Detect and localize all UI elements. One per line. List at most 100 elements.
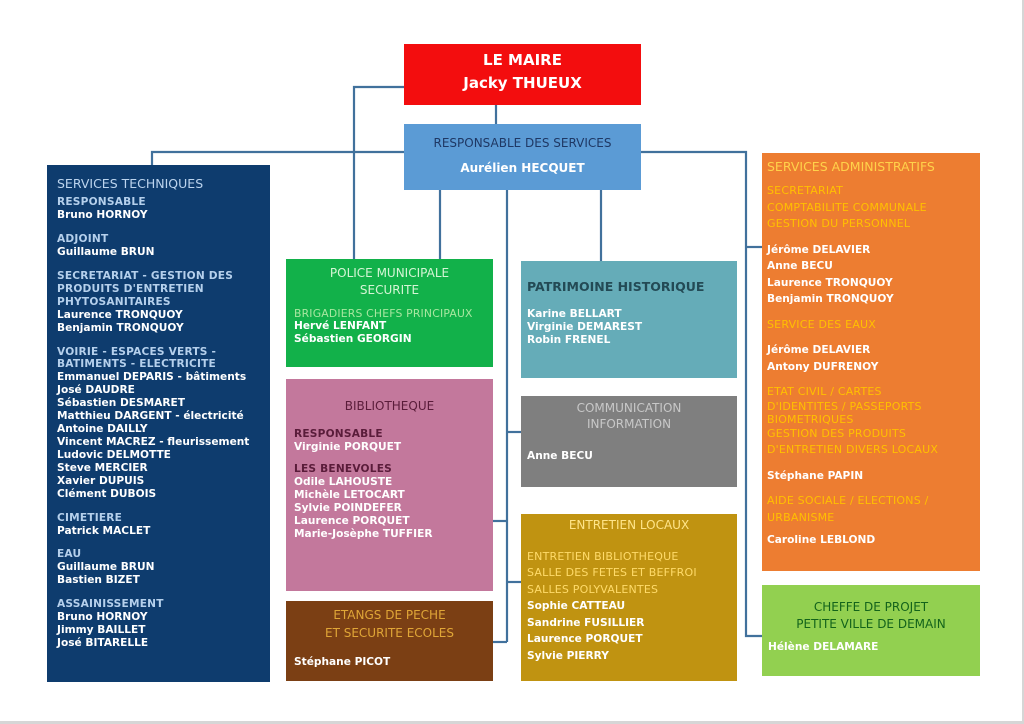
tech-group-voirie: VOIRIE - ESPACES VERTS - BATIMENTS - ELE…	[57, 346, 260, 501]
section-label: RESPONSABLE	[294, 427, 383, 440]
section-label: BATIMENTS - ELECTRICITE	[57, 358, 216, 371]
tech-group-cimetiere: CIMETIERE Patrick MACLET	[57, 512, 260, 538]
cheffe-projet-box: CHEFFE DE PROJET PETITE VILLE DE DEMAIN …	[762, 585, 980, 676]
person-name: Xavier DUPUIS	[57, 474, 145, 487]
person-name: Sylvie PIERRY	[527, 649, 609, 662]
person-name: Benjamin TRONQUOY	[767, 293, 894, 306]
biblio-group-responsable: RESPONSABLE Virginie PORQUET	[294, 428, 485, 454]
section-label: BIOMETRIQUES	[767, 412, 854, 426]
section-label: GESTION DU PERSONNEL	[767, 217, 911, 231]
section-label: SECRETARIAT	[767, 184, 844, 198]
person-name: Robin FRENEL	[527, 334, 611, 347]
patrimoine-title: PATRIMOINE HISTORIQUE	[527, 279, 705, 294]
communication-box: COMMUNICATION INFORMATION Anne BECU	[521, 396, 737, 487]
etangs-title: ETANGS DE PECHE	[333, 608, 446, 622]
person-name: Caroline LEBLOND	[767, 534, 876, 547]
person-name: Laurence PORQUET	[294, 515, 410, 528]
section-label: AIDE SOCIALE / ELECTIONS /	[767, 494, 929, 508]
mayor-box: LE MAIRE Jacky THUEUX	[404, 44, 641, 105]
tech-group-secretariat: SECRETARIAT - GESTION DES PRODUITS D'ENT…	[57, 270, 260, 335]
section-label: LES BENEVOLES	[294, 463, 392, 476]
admin-group-eaux: SERVICE DES EAUX Jérôme DELAVIER Antony …	[767, 317, 975, 376]
spacer	[767, 233, 975, 242]
person-name: Virginie PORQUET	[294, 440, 402, 453]
section-label: RESPONSABLE	[57, 196, 146, 209]
person-name: Karine BELLART	[527, 308, 622, 321]
police-title: POLICE MUNICIPALE	[329, 266, 450, 280]
person-name: Hélène DELAMARE	[768, 641, 879, 653]
cheffe-projet-title: CHEFFE DE PROJET	[813, 600, 929, 614]
entretien-title: ENTRETIEN LOCAUX	[568, 518, 690, 532]
section-label: SALLES POLYVALENTES	[527, 582, 659, 596]
section-label: VOIRIE - ESPACES VERTS -	[57, 345, 217, 358]
person-name: Laurence PORQUET	[527, 633, 643, 646]
person-name: Bastien BIZET	[57, 574, 140, 587]
person-name: Benjamin TRONQUOY	[57, 321, 184, 334]
person-name: Emmanuel DEPARIS - bâtiments	[57, 371, 247, 384]
person-name: Sébastien DESMARET	[57, 397, 185, 410]
etangs-title: ET SECURITE ECOLES	[325, 626, 454, 640]
person-name: Jérôme DELAVIER	[767, 243, 871, 256]
mayor-name: Jacky THUEUX	[463, 74, 582, 92]
person-name: Marie-Josèphe TUFFIER	[294, 528, 433, 541]
person-name: Sylvie POINDEFER	[294, 502, 402, 515]
section-label: COMPTABILITE COMMUNALE	[767, 200, 927, 214]
spacer	[767, 333, 975, 342]
person-name: Patrick MACLET	[57, 524, 151, 537]
section-label: SECRETARIAT - GESTION DES	[57, 269, 234, 282]
person-name: Jimmy BAILLET	[57, 624, 146, 637]
communication-title: COMMUNICATION	[576, 401, 682, 415]
bibliotheque-box: BIBLIOTHEQUE RESPONSABLE Virginie PORQUE…	[286, 379, 493, 591]
person-name: Laurence TRONQUOY	[767, 276, 893, 289]
admin-group-aide-sociale: AIDE SOCIALE / ELECTIONS / URBANISME Car…	[767, 493, 975, 549]
person-name: José BITARELLE	[57, 636, 149, 649]
admin-group-secretariat: SECRETARIAT COMPTABILITE COMMUNALE GESTI…	[767, 183, 975, 308]
admin-group-etat-civil: ETAT CIVIL / CARTES D'IDENTITES / PASSEP…	[767, 384, 975, 484]
responsable-name: Aurélien HECQUET	[460, 160, 585, 175]
police-municipale-box: POLICE MUNICIPALE SECURITE BRIGADIERS CH…	[286, 259, 493, 367]
person-name: Antony DUFRENOY	[767, 360, 879, 373]
section-label: SERVICE DES EAUX	[767, 317, 877, 331]
etangs-securite-box: ETANGS DE PECHE ET SECURITE ECOLES Stéph…	[286, 601, 493, 681]
administratifs-title: SERVICES ADMINISTRATIFS	[767, 159, 935, 174]
person-name: Guillaume BRUN	[57, 246, 155, 259]
person-name: Sandrine FUSILLIER	[527, 616, 645, 629]
bibliotheque-title: BIBLIOTHEQUE	[344, 399, 435, 413]
responsable-box: RESPONSABLE DES SERVICES Aurélien HECQUE…	[404, 124, 641, 190]
person-name: Clément DUBOIS	[57, 487, 157, 500]
connector-mayor-to-police	[352, 85, 404, 259]
section-label: ASSAINISSEMENT	[57, 598, 164, 611]
communication-title: INFORMATION	[586, 417, 672, 431]
person-name: Ludovic DELMOTTE	[57, 448, 171, 461]
responsable-title: RESPONSABLE DES SERVICES	[433, 136, 612, 150]
spacer	[767, 459, 975, 468]
section-label: CIMETIERE	[57, 511, 123, 524]
section-label: PRODUITS D'ENTRETIEN	[57, 282, 204, 295]
cheffe-projet-title: PETITE VILLE DE DEMAIN	[796, 617, 946, 631]
person-name: Michèle LETOCART	[294, 489, 405, 502]
biblio-group-benevoles: LES BENEVOLES Odile LAHOUSTE Michèle LET…	[294, 463, 485, 541]
section-label: ENTRETIEN BIBLIOTHEQUE	[527, 549, 679, 563]
person-name: Steve MERCIER	[57, 461, 148, 474]
tech-group-adjoint: ADJOINT Guillaume BRUN	[57, 233, 260, 259]
person-name: Laurence TRONQUOY	[57, 308, 183, 321]
person-name: Antoine DAILLY	[57, 423, 148, 436]
section-label: D'ENTRETIEN DIVERS LOCAUX	[767, 443, 939, 457]
services-techniques-title: SERVICES TECHNIQUES	[57, 176, 204, 191]
police-title: SECURITE	[359, 283, 420, 297]
section-label: SALLE DES FETES ET BEFFROI	[527, 566, 697, 580]
connector-responsable-to-right	[641, 150, 762, 638]
tech-group-eau: EAU Guillaume BRUN Bastien BIZET	[57, 548, 260, 587]
tech-group-responsable: RESPONSABLE Bruno HORNOY	[57, 196, 260, 222]
person-name: Vincent MACREZ - fleurissement	[57, 436, 250, 448]
patrimoine-historique-box: PATRIMOINE HISTORIQUE Karine BELLART Vir…	[521, 261, 737, 378]
person-name: Stéphane PAPIN	[767, 469, 864, 482]
person-name: Virginie DEMAREST	[527, 321, 643, 334]
section-label: ADJOINT	[57, 233, 109, 246]
section-label: BRIGADIERS CHEFS PRINCIPAUX	[294, 307, 473, 320]
person-name: Bruno HORNOY	[57, 209, 148, 222]
person-name: Hervé LENFANT	[294, 320, 387, 333]
person-name: José DAUDRE	[57, 384, 135, 397]
services-administratifs-box: SERVICES ADMINISTRATIFS SECRETARIAT COMP…	[762, 153, 980, 571]
